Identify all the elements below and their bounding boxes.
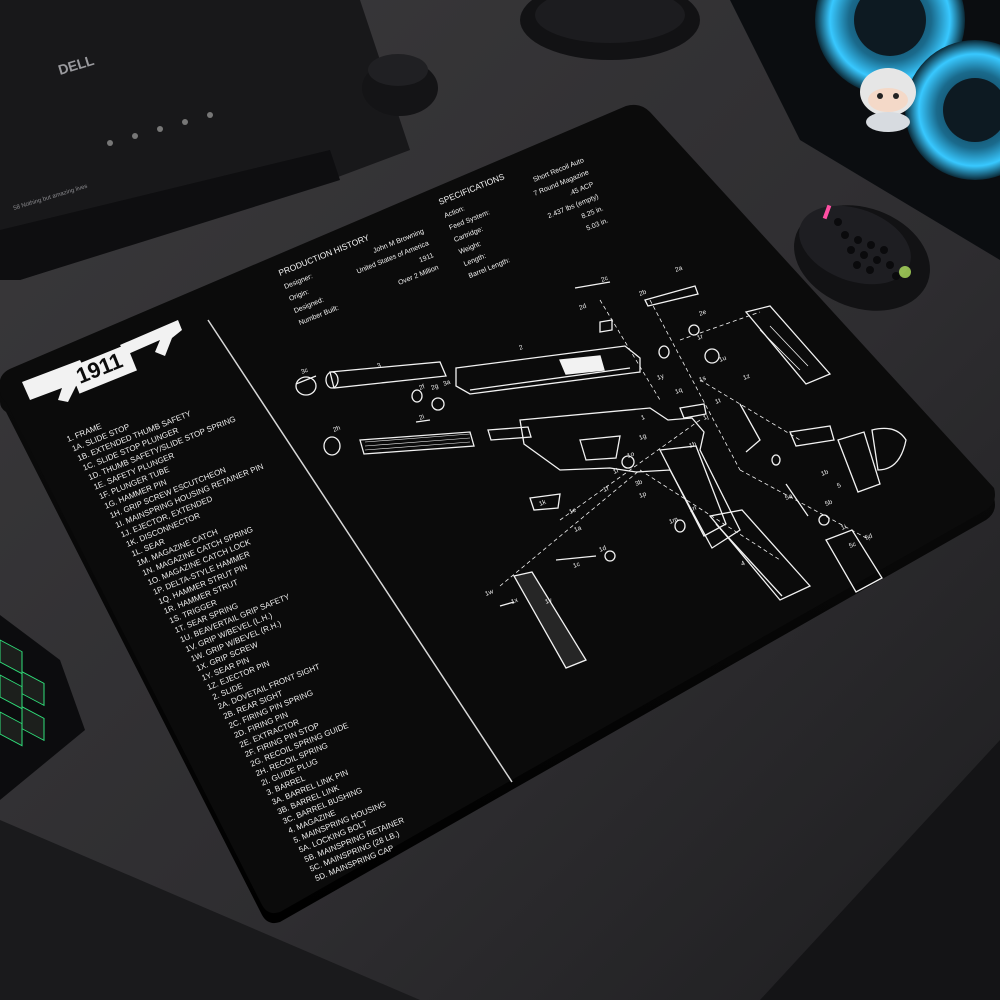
part-callout-label: 1m [668,516,679,526]
part-callouts: 1 1a 1b 1c 1d 1e 1f 1g 1h 1i 1j 1k 1l 1m 1n 1o 1p 1q 1r 1s 1… [300,265,874,606]
keyboard [0,615,85,800]
part-callout-label: 2i [418,413,425,421]
part-callout-label: 1a [573,525,583,534]
part-callout-label: 5 [836,482,842,490]
mainspring-cap-part [825,529,883,593]
beavertail-grip-safety-part [837,431,881,493]
part-callout-label: 1 [640,414,646,422]
part-callout-label: 2g [430,383,440,392]
sear-spring-part [739,403,761,453]
part-callout-label: 1g [638,433,648,442]
barrel-part [295,361,447,396]
magazine-part [708,509,812,601]
desk-shadow [0,820,420,1000]
rear-sight-part [599,319,613,333]
part-callout-label: 1v [544,597,554,606]
barrel-bushing-part [295,376,317,396]
mat-surface [0,104,995,914]
part-callout-label: 3a [442,379,452,388]
part-callout-label: 1b [820,469,830,478]
delta-hammer-part [871,427,907,471]
part-callout-label: 1d [598,545,608,554]
round-device [362,54,438,116]
part-callout-label: 1z [742,373,751,382]
part-callout-label: 1w [484,588,495,598]
part-callout-label: 1i [840,523,847,531]
part-callout-label: 2f [418,383,426,392]
guide-plug-part [323,436,341,456]
part-callout-label: 5a [784,493,794,502]
part-callout-label: 2b [638,289,648,298]
coaster [520,0,700,60]
desk-shadow-right [760,740,1000,1000]
part-callout-label: 3 [376,362,382,370]
trigger-part [789,425,835,447]
part-callout-label: 1x [510,597,520,606]
mat-divider [207,319,513,783]
firing-pin-spring-part [644,285,699,307]
gaming-mouse [794,204,930,311]
mouse-honeycomb [834,218,900,280]
part-callout-label: 1c [572,561,582,570]
part-callout-label: 1l [612,467,620,476]
part-callout-label: 1h [688,441,698,450]
part-callout-label: 5c [848,541,858,550]
part-callout-label: 2c [600,275,610,284]
mouse-scroll-light [822,204,832,220]
part-callout-label: 1p [638,491,648,500]
part-callout-label: 1u [718,355,728,364]
part-callout-label: 1n [688,505,698,514]
part-callout-label: 2e [698,309,708,318]
part-callout-label: 5b [824,499,834,508]
part-callout-label: 1r [696,333,705,342]
monitor-buttons [107,112,213,146]
pc-case [730,0,1000,260]
part-callout-label: 2 [518,344,524,352]
part-callout-label: 2h [332,425,342,434]
part-callout-label: 1q [674,387,684,396]
firing-pin-part [574,281,611,289]
part-callout-label: 3b [634,479,644,488]
recoil-spring-part [359,431,475,455]
part-callout-label: 1s [698,375,708,384]
part-callout-label: 1e [568,507,578,516]
figurine [860,68,916,132]
assembly-guide-lines [499,299,871,587]
slide-stop-part [555,555,597,561]
part-callout-label: 1y [656,373,666,382]
part-callout-label: 1t [714,397,722,406]
part-callout-label: 1k [538,499,548,508]
mainspring-part [785,483,809,517]
part-callout-label: 1o [626,451,636,460]
part-callout-label: 3c [300,367,310,376]
mouse-rgb-light [899,266,911,278]
mainspring-housing-part [744,305,832,385]
part-callout-label: 1j [702,413,709,421]
recoil-spring-guide-part [487,426,532,441]
part-callout-label: 5d [864,533,874,542]
frame-part [519,407,741,549]
slide-part [455,345,641,395]
exploded-diagram [295,281,907,669]
extractor-part [679,403,707,419]
part-callout-label: 4 [740,560,746,568]
part-callout-label: 1f [602,485,610,494]
grip-lh-part [513,571,587,669]
sear-part [529,493,561,511]
pistol-silhouette-right-icon [120,320,182,356]
monitor-base: DELL 58 Nothing but amazing lives [0,0,410,280]
part-callout-label: 2a [674,265,684,274]
part-callout-label: 2d [578,303,588,312]
